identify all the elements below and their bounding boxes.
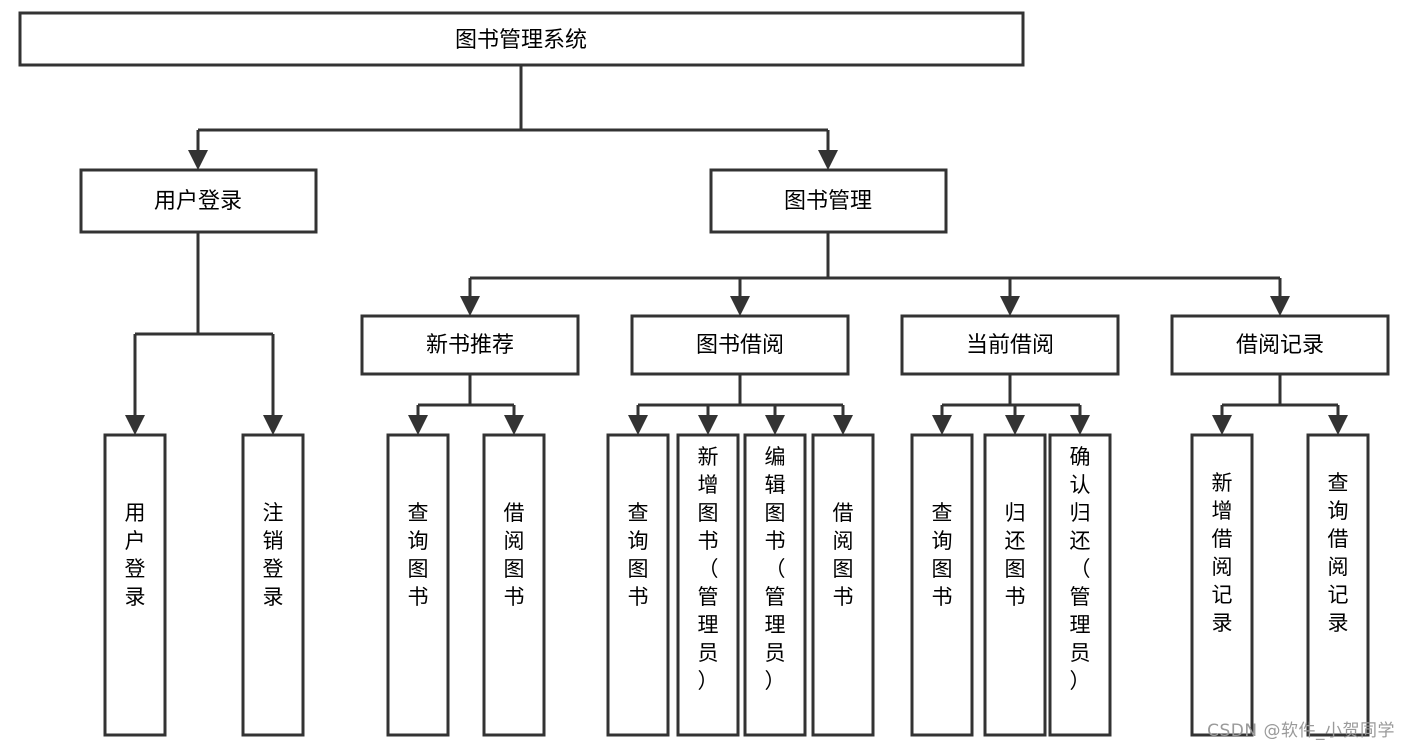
node-root-box[interactable] xyxy=(18,11,1025,67)
arrow-head-leaf-logout xyxy=(263,415,283,435)
node-leaf-query-book-2-label: 查询图书 xyxy=(628,501,649,609)
node-leaf-add-book-admin-label: 新增图书（管理员） xyxy=(698,445,719,693)
node-user-login-box[interactable] xyxy=(79,168,318,234)
arrow-head-leaf-edit-book-admin xyxy=(765,415,785,435)
node-leaf-logout[interactable]: 注销登录 xyxy=(241,433,305,737)
arrow-head-leaf-add-book-admin xyxy=(698,415,718,435)
arrow-head-book-manage xyxy=(818,150,838,170)
node-leaf-user-login-box[interactable] xyxy=(103,433,167,737)
node-leaf-confirm-return-admin-box[interactable] xyxy=(1048,433,1112,737)
arrow-head-book-borrow xyxy=(730,296,750,316)
arrow-head-new-book-recommend xyxy=(460,296,480,316)
node-user-login-label: 用户登录 xyxy=(154,189,242,214)
node-leaf-add-book-admin-box[interactable] xyxy=(676,433,740,737)
node-leaf-user-login-label: 用户登录 xyxy=(125,501,146,609)
node-current-borrow-box[interactable] xyxy=(900,314,1120,376)
node-leaf-query-book-2[interactable]: 查询图书 xyxy=(606,433,670,737)
arrow-head-leaf-borrow-book-1 xyxy=(504,415,524,435)
node-leaf-query-book-1[interactable]: 查询图书 xyxy=(386,433,450,737)
node-new-book-recommend-label: 新书推荐 xyxy=(426,333,514,358)
arrow-head-leaf-query-book-3 xyxy=(932,415,952,435)
node-borrow-record[interactable]: 借阅记录 xyxy=(1170,314,1390,376)
node-leaf-confirm-return-admin-label: 确认归还（管理员） xyxy=(1070,445,1091,693)
arrow-head-current-borrow xyxy=(1000,296,1020,316)
arrow-head-leaf-borrow-book-2 xyxy=(833,415,853,435)
arrow-head-leaf-add-borrow-record xyxy=(1212,415,1232,435)
node-user-login[interactable]: 用户登录 xyxy=(79,168,318,234)
node-book-manage-label: 图书管理 xyxy=(784,189,872,214)
node-leaf-return-book-box[interactable] xyxy=(983,433,1047,737)
node-leaf-edit-book-admin-box[interactable] xyxy=(743,433,807,737)
arrow-head-leaf-query-borrow-record xyxy=(1328,415,1348,435)
node-root[interactable]: 图书管理系统 xyxy=(18,11,1025,67)
node-current-borrow-label: 当前借阅 xyxy=(966,333,1054,358)
node-book-borrow-box[interactable] xyxy=(630,314,850,376)
node-leaf-edit-book-admin-label: 编辑图书（管理员） xyxy=(765,445,786,693)
node-leaf-query-borrow-record-box[interactable] xyxy=(1306,433,1370,737)
node-leaf-add-borrow-record-label: 新增借阅记录 xyxy=(1212,471,1233,635)
node-leaf-query-book-1-label: 查询图书 xyxy=(408,501,429,609)
node-book-borrow[interactable]: 图书借阅 xyxy=(630,314,850,376)
node-root-label: 图书管理系统 xyxy=(455,28,587,53)
node-leaf-borrow-book-1-box[interactable] xyxy=(482,433,546,737)
node-leaf-query-book-3-label: 查询图书 xyxy=(932,501,953,609)
node-leaf-logout-box[interactable] xyxy=(241,433,305,737)
node-leaf-borrow-book-2-box[interactable] xyxy=(811,433,875,737)
node-leaf-add-borrow-record-box[interactable] xyxy=(1190,433,1254,737)
arrow-head-leaf-confirm-return-admin xyxy=(1070,415,1090,435)
node-book-manage-box[interactable] xyxy=(709,168,948,234)
node-leaf-borrow-book-2[interactable]: 借阅图书 xyxy=(811,433,875,737)
arrow-head-borrow-record xyxy=(1270,296,1290,316)
node-borrow-record-box[interactable] xyxy=(1170,314,1390,376)
node-leaf-add-book-admin[interactable]: 新增图书（管理员） xyxy=(676,433,740,737)
node-leaf-query-book-2-box[interactable] xyxy=(606,433,670,737)
arrow-head-leaf-return-book xyxy=(1005,415,1025,435)
node-new-book-recommend-box[interactable] xyxy=(360,314,580,376)
node-borrow-record-label: 借阅记录 xyxy=(1236,333,1324,358)
node-leaf-return-book-label: 归还图书 xyxy=(1005,501,1026,609)
node-leaf-query-book-3-box[interactable] xyxy=(910,433,974,737)
node-leaf-add-borrow-record[interactable]: 新增借阅记录 xyxy=(1190,433,1254,737)
node-leaf-borrow-book-1[interactable]: 借阅图书 xyxy=(482,433,546,737)
node-leaf-borrow-book-2-label: 借阅图书 xyxy=(833,501,854,609)
node-leaf-edit-book-admin[interactable]: 编辑图书（管理员） xyxy=(743,433,807,737)
node-book-manage[interactable]: 图书管理 xyxy=(709,168,948,234)
arrow-head-leaf-query-book-2 xyxy=(628,415,648,435)
node-current-borrow[interactable]: 当前借阅 xyxy=(900,314,1120,376)
node-leaf-confirm-return-admin[interactable]: 确认归还（管理员） xyxy=(1048,433,1112,737)
arrow-head-leaf-query-book-1 xyxy=(408,415,428,435)
node-leaf-borrow-book-1-label: 借阅图书 xyxy=(504,501,525,609)
node-book-borrow-label: 图书借阅 xyxy=(696,333,784,358)
node-leaf-query-book-1-box[interactable] xyxy=(386,433,450,737)
node-leaf-return-book[interactable]: 归还图书 xyxy=(983,433,1047,737)
node-leaf-logout-label: 注销登录 xyxy=(263,501,284,609)
node-new-book-recommend[interactable]: 新书推荐 xyxy=(360,314,580,376)
node-leaf-query-borrow-record-label: 查询借阅记录 xyxy=(1328,471,1349,635)
node-leaf-query-book-3[interactable]: 查询图书 xyxy=(910,433,974,737)
node-leaf-user-login[interactable]: 用户登录 xyxy=(103,433,167,737)
node-leaf-query-borrow-record[interactable]: 查询借阅记录 xyxy=(1306,433,1370,737)
connector-layer xyxy=(125,65,1348,435)
arrow-head-leaf-user-login xyxy=(125,415,145,435)
arrow-head-user-login xyxy=(188,150,208,170)
